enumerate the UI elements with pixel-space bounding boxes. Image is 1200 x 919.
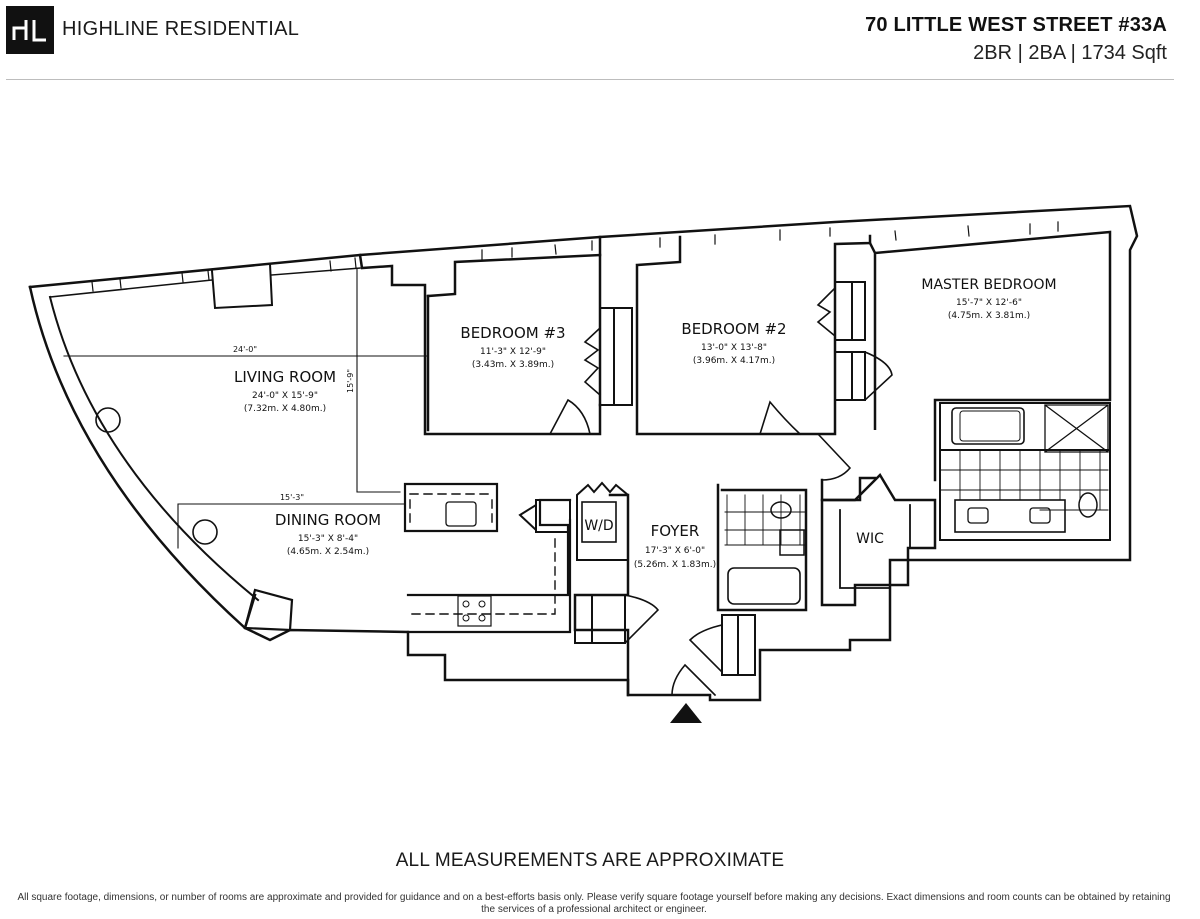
svg-text:15'-7" X 12'-6": 15'-7" X 12'-6" (956, 298, 1022, 308)
room-label-bedroom-2: BEDROOM #2 13'-0" X 13'-8" (3.96m. X 4.1… (681, 320, 786, 366)
wd-label: W/D (584, 518, 613, 534)
logo (6, 6, 54, 54)
kitchen-counter-l (406, 498, 572, 634)
room-label-master-bedroom: MASTER BEDROOM 15'-7" X 12'-6" (4.75m. X… (921, 277, 1056, 321)
svg-text:FOYER: FOYER (651, 522, 700, 540)
exterior-wall (28, 204, 1139, 702)
svg-text:(3.43m. X 3.89m.): (3.43m. X 3.89m.) (472, 360, 554, 370)
svg-text:17'-3" X 6'-0": 17'-3" X 6'-0" (645, 546, 705, 556)
hall-sink (779, 529, 805, 556)
master-tub (951, 407, 1025, 445)
wall-bedroom-3 (426, 253, 602, 407)
svg-text:LIVING ROOM: LIVING ROOM (234, 368, 336, 386)
master-sink-1 (967, 507, 989, 524)
hall-toilet (770, 501, 792, 519)
disclaimer-line-1: All square footage, dimensions, or numbe… (17, 892, 1171, 903)
bedroom-3-closet-door (583, 326, 602, 397)
svg-text:24'-0" X 15'-9": 24'-0" X 15'-9" (252, 391, 318, 401)
svg-text:DINING ROOM: DINING ROOM (275, 511, 381, 529)
dimension-label-living-depth: 15'-9" (346, 369, 355, 393)
wic-inner (839, 504, 911, 589)
hall-bath-tiles (724, 494, 806, 546)
floor-plan-drawing: LIVING ROOM 24'-0" X 15'-9" (7.32m. X 4.… (28, 204, 1139, 723)
island-sink (445, 501, 477, 527)
master-bath (939, 402, 1111, 541)
column-round-2 (192, 519, 218, 545)
wall-wic (820, 472, 937, 607)
wall-master (868, 230, 1112, 482)
bedroom-3-door (548, 398, 591, 436)
wd-closet (576, 481, 629, 561)
bedroom-2-closet-door (816, 286, 837, 338)
kitchen-pantry (518, 499, 571, 533)
svg-text:(4.65m. X 2.54m.): (4.65m. X 2.54m.) (287, 547, 369, 557)
master-shower (1044, 404, 1109, 453)
column-living (210, 262, 274, 310)
listing-address: 70 LITTLE WEST STREET #33A (865, 14, 1167, 36)
svg-text:(3.96m. X 4.17m.): (3.96m. X 4.17m.) (693, 356, 775, 366)
entry-door (671, 663, 717, 697)
dining-bay (243, 588, 294, 632)
kitchen-counter-dashes (411, 534, 556, 615)
dimension-line-dining-width (177, 503, 406, 549)
foyer-closet-2-door (688, 624, 724, 674)
svg-text:BEDROOM #2: BEDROOM #2 (681, 320, 786, 338)
listing-specs: 2BR | 2BA | 1734 Sqft (973, 42, 1167, 64)
curved-facade-inner (48, 295, 260, 602)
hall-walls (820, 476, 877, 502)
disclaimer: All square footage, dimensions, or numbe… (0, 892, 1188, 916)
dimension-label-living-width: 24'-0" (233, 345, 257, 354)
svg-text:MASTER BEDROOM: MASTER BEDROOM (921, 277, 1056, 293)
wic-label: WIC (856, 531, 884, 547)
master-sink-2 (1029, 507, 1051, 524)
hall-tub (727, 567, 801, 605)
wall-hall-bath (716, 483, 808, 612)
svg-text:11'-3" X 12'-9": 11'-3" X 12'-9" (480, 347, 546, 357)
bedroom-3-closet (599, 307, 633, 406)
hall-door-master (816, 432, 852, 481)
bedroom-2-door (758, 400, 802, 436)
cooktop (457, 595, 492, 627)
hl-logo-icon (12, 20, 46, 42)
kitchen-island (403, 482, 499, 533)
foyer-closet-1 (574, 594, 626, 644)
room-label-dining-room: DINING ROOM 15'-3" X 8'-4" (4.65m. X 2.5… (275, 511, 381, 557)
header-divider (6, 79, 1174, 80)
bedroom-2-closet (834, 281, 866, 341)
svg-text:BEDROOM #3: BEDROOM #3 (460, 324, 565, 342)
master-bath-tiles (939, 449, 1109, 511)
dimension-label-dining-width: 15'-3" (280, 493, 304, 502)
brand-name: HIGHLINE RESIDENTIAL (62, 18, 300, 40)
facade-inner-line (49, 267, 361, 298)
disclaimer-line-2: the services of a professional architect… (481, 904, 707, 915)
svg-text:(5.26m. X 1.83m.): (5.26m. X 1.83m.) (634, 560, 716, 570)
foyer-closet-2 (721, 614, 756, 676)
master-toilet (1078, 492, 1098, 518)
svg-text:(7.32m. X 4.80m.): (7.32m. X 4.80m.) (244, 404, 326, 414)
svg-text:13'-0" X 13'-8": 13'-0" X 13'-8" (701, 343, 767, 353)
floor-plan: LIVING ROOM 24'-0" X 15'-9" (7.32m. X 4.… (0, 80, 1200, 840)
column-round-1 (95, 407, 121, 433)
room-label-foyer: FOYER 17'-3" X 6'-0" (5.26m. X 1.83m.) (634, 522, 716, 570)
wall-living-east (358, 253, 602, 436)
master-vanity (954, 499, 1066, 533)
room-label-bedroom-3: BEDROOM #3 11'-3" X 12'-9" (3.43m. X 3.8… (460, 324, 565, 370)
master-tub-inner (959, 410, 1021, 442)
window-mullions (91, 221, 1059, 292)
entry-arrow (670, 703, 702, 723)
measurements-notice: ALL MEASUREMENTS ARE APPROXIMATE (395, 850, 785, 871)
svg-text:(4.75m. X 3.81m.): (4.75m. X 3.81m.) (948, 311, 1030, 321)
master-closet-door (863, 350, 893, 402)
dimension-line-living-depth (356, 267, 401, 493)
master-closet (834, 351, 866, 401)
header: HIGHLINE RESIDENTIAL 70 LITTLE WEST STRE… (0, 0, 1200, 80)
room-label-living-room: LIVING ROOM 24'-0" X 15'-9" (7.32m. X 4.… (234, 368, 336, 414)
foyer-closet-1-door (623, 594, 660, 645)
curved-facade-outer (28, 285, 247, 630)
wd-unit (581, 501, 617, 543)
svg-text:15'-3" X 8'-4": 15'-3" X 8'-4" (298, 534, 358, 544)
